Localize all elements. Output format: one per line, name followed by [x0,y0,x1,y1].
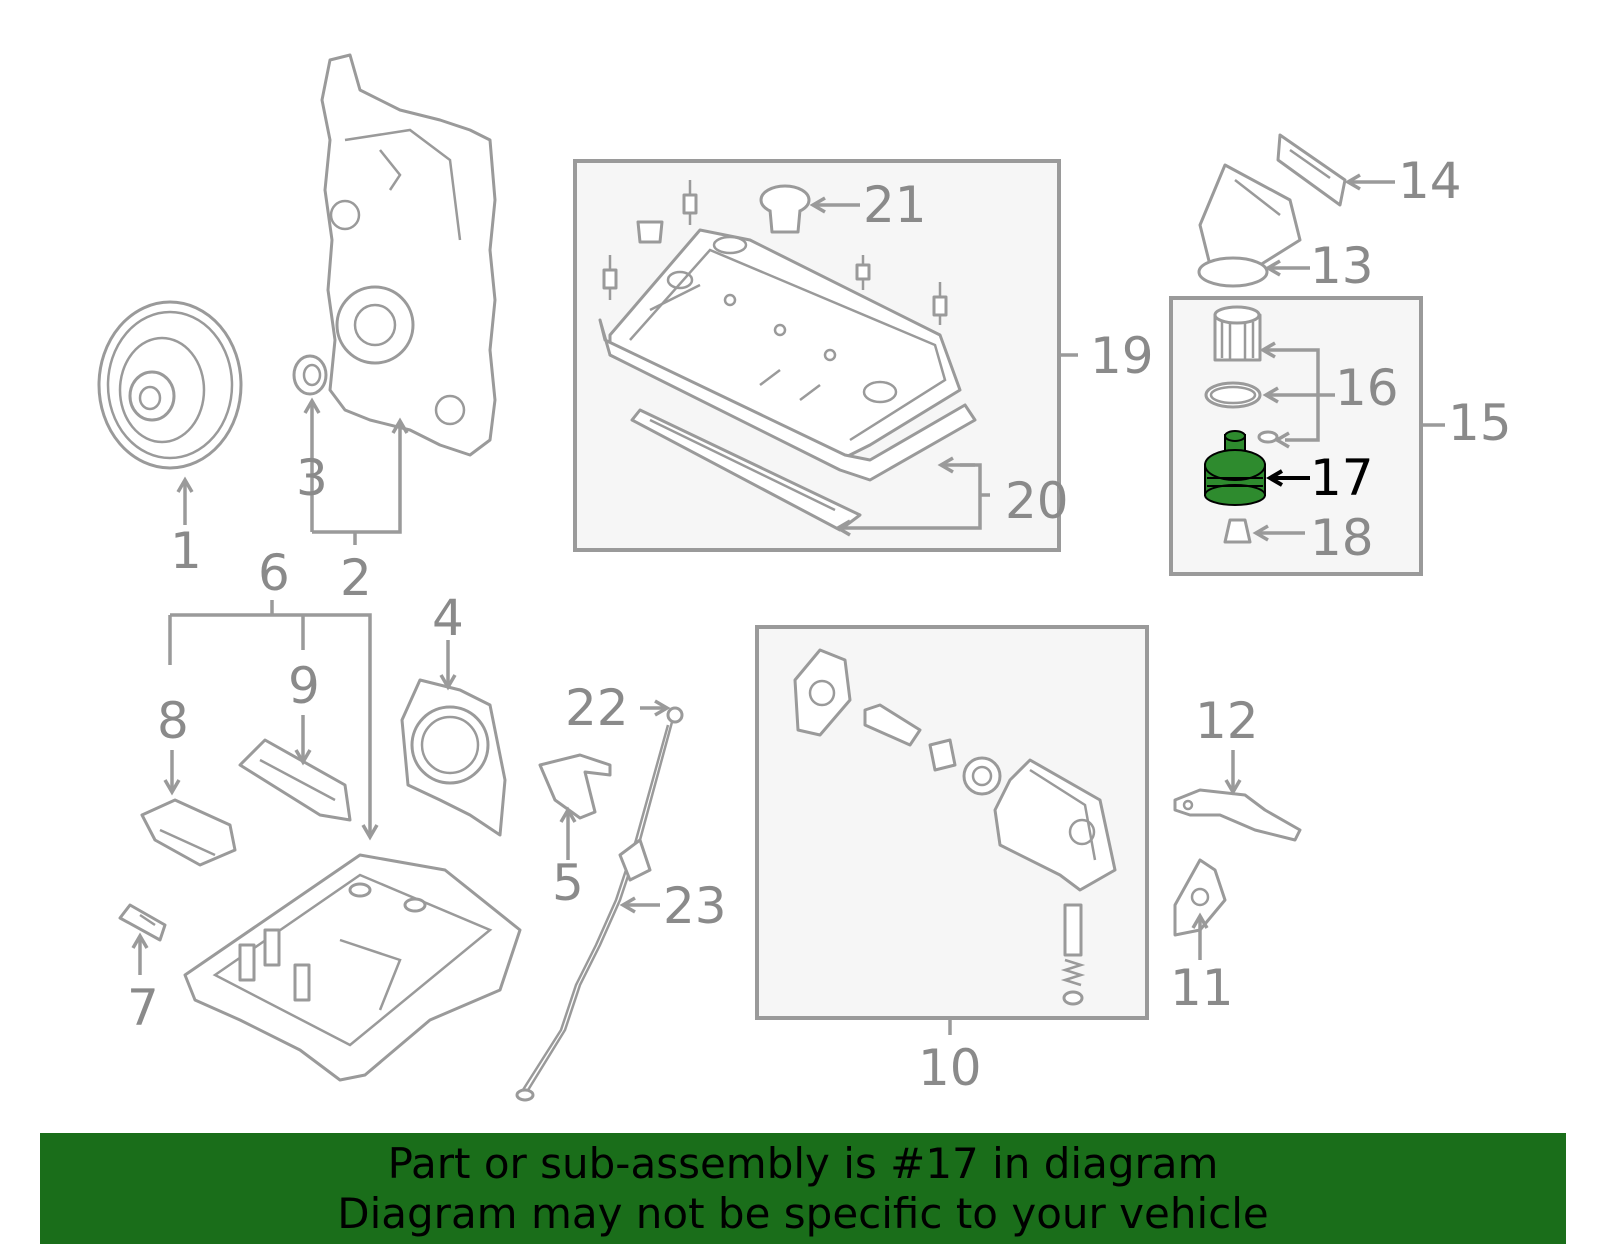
label-part-21[interactable]: 21 [863,176,927,234]
label-part-17[interactable]: 17 [1310,449,1374,507]
label-part-6[interactable]: 6 [258,544,290,602]
label-part-1[interactable]: 1 [170,522,202,580]
label-part-11[interactable]: 11 [1170,959,1234,1017]
filter-housing-gasket-part[interactable] [1276,133,1347,207]
part-number-labels: 1 2 3 4 5 6 7 8 9 10 11 12 13 14 15 16 1… [127,152,1512,1097]
label-part-22[interactable]: 22 [565,679,629,737]
crank-pulley-part[interactable] [97,300,243,470]
label-part-15[interactable]: 15 [1448,394,1512,452]
label-part-13[interactable]: 13 [1310,237,1374,295]
oil-baffle-part-8[interactable] [140,798,237,867]
oil-pump-gasket-part[interactable] [1173,858,1227,937]
label-part-7[interactable]: 7 [127,979,159,1037]
label-part-5[interactable]: 5 [552,854,584,912]
banner-line-disclaimer: Diagram may not be specific to your vehi… [337,1189,1269,1238]
timing-cover-part[interactable] [320,53,497,457]
label-part-19[interactable]: 19 [1090,327,1154,385]
info-banner: Part or sub-assembly is #17 in diagram D… [40,1133,1566,1244]
seal-part[interactable] [292,354,328,396]
label-part-14[interactable]: 14 [1398,152,1462,210]
leader-lines [131,173,1445,1035]
label-part-8[interactable]: 8 [157,692,189,750]
label-part-9[interactable]: 9 [288,657,320,715]
dipstick-part[interactable] [515,706,684,1102]
group-box-15 [1169,296,1423,576]
valve-cover-bolt-parts [602,180,948,325]
oil-filter-housing-part[interactable] [1197,163,1302,288]
label-part-4[interactable]: 4 [432,589,464,647]
label-part-2[interactable]: 2 [340,549,372,607]
label-part-3[interactable]: 3 [296,449,328,507]
oil-filter-element-part[interactable] [1213,305,1262,362]
seal-retainer-part[interactable] [400,678,507,837]
engine-bracket-part[interactable] [1173,788,1302,842]
oil-baffle-part-9[interactable] [238,738,352,822]
oil-level-sensor-part[interactable] [118,903,167,942]
oil-filter-cap-part-highlighted[interactable] [1204,430,1266,506]
label-part-16[interactable]: 16 [1335,359,1399,417]
label-part-23[interactable]: 23 [663,877,727,935]
label-part-20[interactable]: 20 [1005,472,1069,530]
small-o-ring-part[interactable] [1257,430,1279,444]
oil-pump-part[interactable] [793,648,1117,1006]
valve-cover-part[interactable] [608,228,962,462]
oil-pan-part[interactable] [183,853,522,1082]
dipstick-guide-bracket-part[interactable] [538,753,612,820]
label-part-18[interactable]: 18 [1310,509,1374,567]
label-part-12[interactable]: 12 [1195,692,1259,750]
oil-filler-cap-part[interactable] [759,184,811,234]
valve-cover-gasket-part[interactable] [598,318,977,532]
drain-plug-part[interactable] [1223,518,1252,544]
banner-line-part-number: Part or sub-assembly is #17 in diagram [387,1139,1219,1188]
o-ring-part[interactable] [1204,381,1262,409]
label-part-10[interactable]: 10 [918,1039,982,1097]
